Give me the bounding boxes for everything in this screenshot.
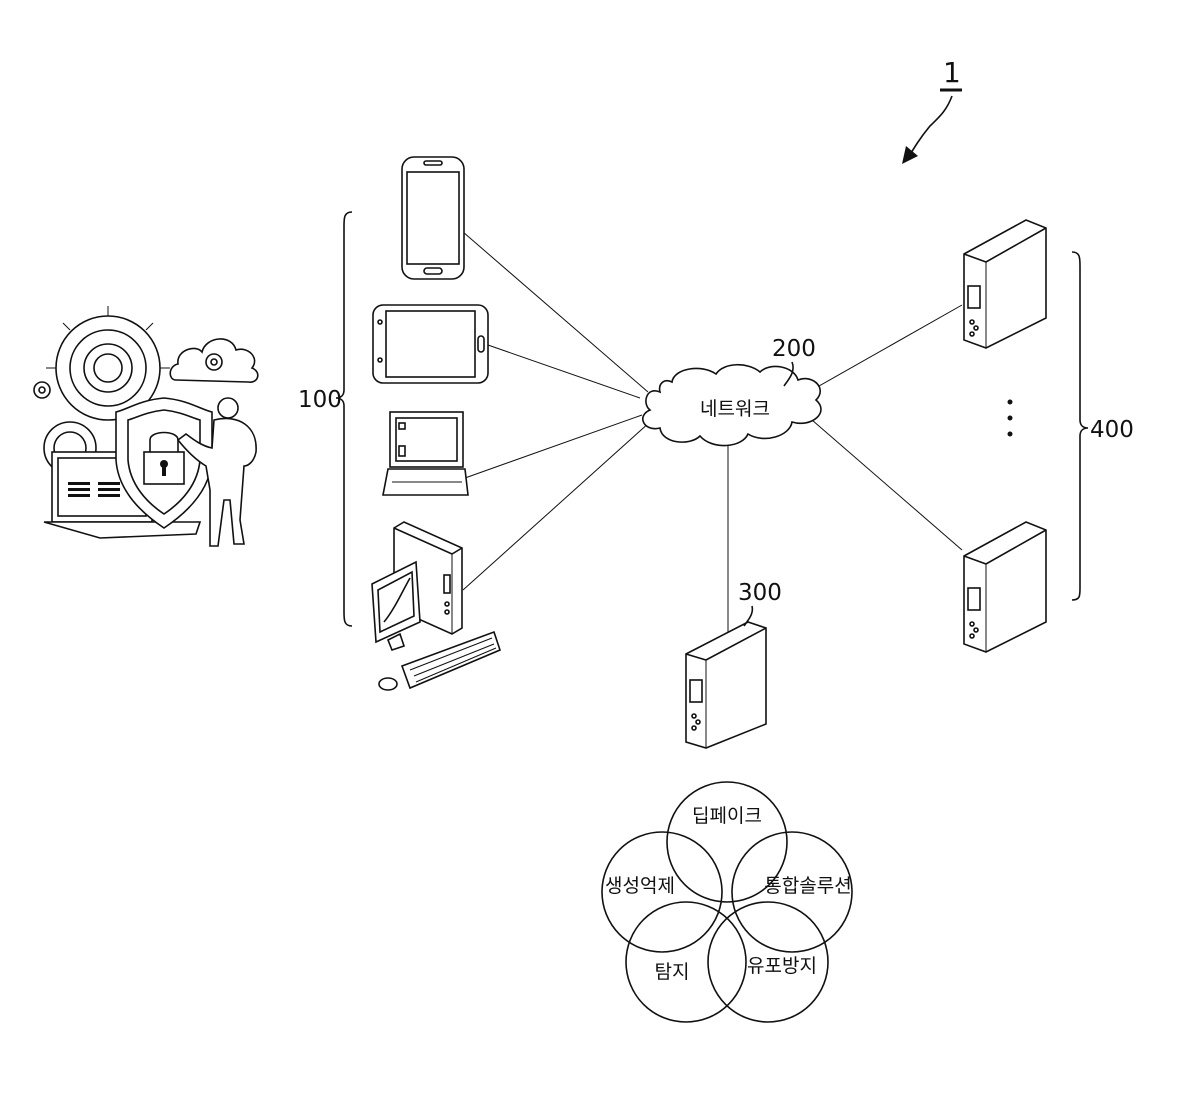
terminals-ref-label: 100: [298, 387, 342, 413]
venn-label-bottom-right: 유포방지: [747, 955, 817, 977]
external-ref-label: 400: [1090, 417, 1134, 443]
tablet-icon: [373, 305, 488, 383]
venn-label-top: 딥페이크: [692, 805, 762, 827]
capability-venn: 딥페이크 생성억제 통합솔루션 탐지 유포방지: [602, 782, 852, 1022]
venn-label-left: 생성억제: [605, 875, 675, 897]
server-ref-label: 300: [738, 580, 782, 606]
network-cloud: 네트워크 200: [643, 336, 821, 446]
more-servers-ellipsis: [1008, 400, 1013, 437]
bracket-terminals: 100: [298, 212, 352, 626]
arrow-head-icon: [902, 146, 918, 164]
venn-label-bottom-left: 탐지: [655, 961, 690, 983]
external-server-bottom-icon: [964, 522, 1046, 652]
bracket-external-servers: 400: [1072, 252, 1134, 600]
external-server-top-icon: [964, 220, 1046, 348]
venn-label-right: 통합솔루션: [764, 875, 851, 897]
smartphone-icon: [402, 157, 464, 279]
desktop-computer-icon: [372, 522, 500, 690]
security-illustration-icon: [34, 306, 258, 546]
laptop-icon: [383, 412, 468, 495]
figure-number: 1: [943, 56, 961, 89]
server-300-icon: 300: [686, 580, 782, 748]
figure-reference: 1: [902, 56, 962, 164]
network-ref-label: 200: [772, 336, 816, 362]
network-label: 네트워크: [700, 398, 770, 420]
